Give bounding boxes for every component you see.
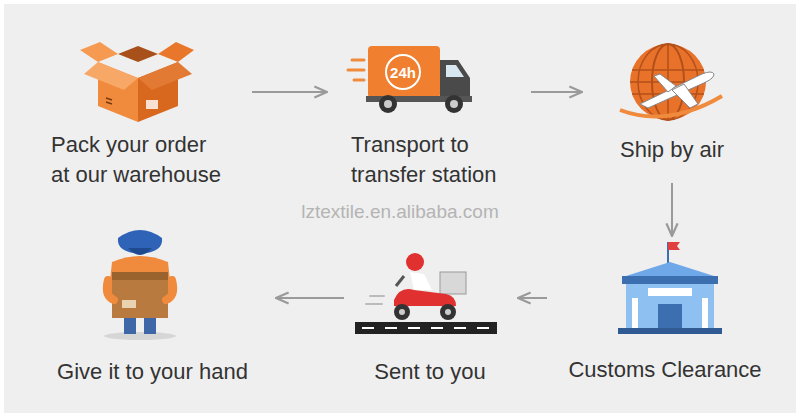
truck-badge: 24h <box>390 64 416 81</box>
step-node: Sent to you <box>354 250 506 391</box>
flow-arrow <box>518 297 547 299</box>
step-caption: Sent to you <box>358 357 502 387</box>
step-caption: Customs Clearance <box>563 355 767 385</box>
icon-space <box>51 30 228 130</box>
step-node: Customs Clearance <box>559 250 771 389</box>
flow-arrow <box>276 297 344 299</box>
step-node: Transport to transfer station <box>347 30 517 194</box>
icon-space <box>351 30 513 130</box>
box-icon <box>80 42 194 122</box>
courier-icon <box>104 230 176 340</box>
panel <box>4 4 796 413</box>
icon-space <box>358 250 502 357</box>
icon-space <box>43 250 262 357</box>
step-node: Pack your order at our warehouse <box>47 30 232 194</box>
icon-space <box>600 30 744 135</box>
step-caption: Ship by air <box>600 135 744 165</box>
globe-plane-icon <box>620 44 722 120</box>
flow-arrow <box>531 91 582 93</box>
icon-space <box>563 250 767 355</box>
flow-arrow <box>252 91 327 93</box>
step-node: Give it to your hand <box>39 250 266 391</box>
building-icon <box>618 242 722 334</box>
scooter-icon <box>355 253 497 334</box>
watermark: lztextile.en.alibaba.com <box>301 201 499 223</box>
step-node: Ship by air <box>596 30 748 169</box>
step-caption: Give it to your hand <box>43 357 262 387</box>
flow-arrow <box>671 183 673 236</box>
step-caption: Pack your order at our warehouse <box>51 130 228 190</box>
truck-icon <box>348 46 472 113</box>
step-caption: Transport to transfer station <box>351 130 513 190</box>
